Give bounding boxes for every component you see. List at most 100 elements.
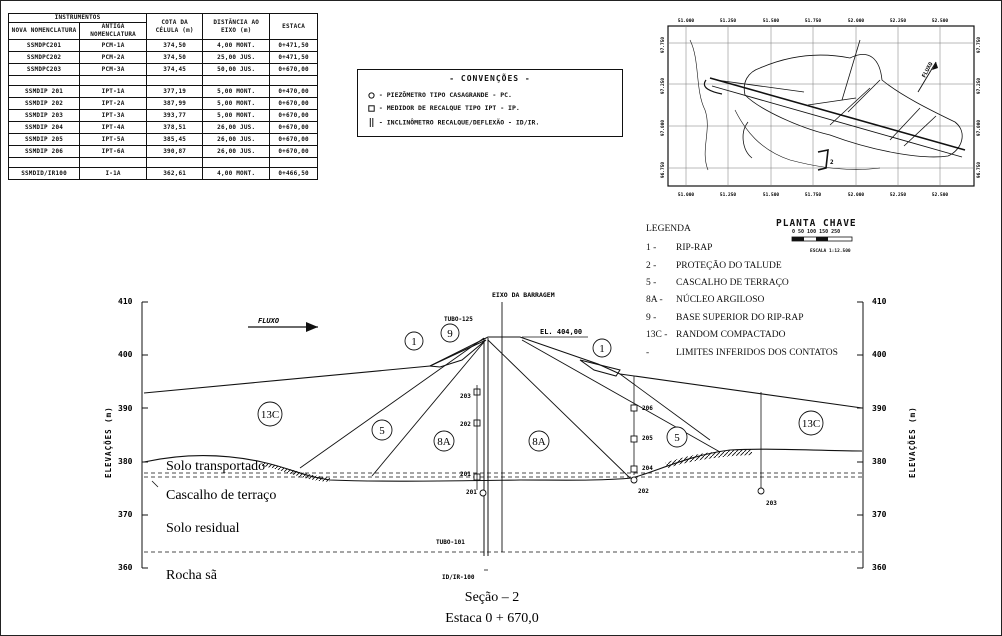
legend-item: -LIMITES INFERIDOS DOS CONTATOS [646,348,838,358]
dam-axis-plan [703,77,966,158]
circle-icon [368,91,375,99]
convention-inclinometer-text: - INCLINÔMETRO RECALQUE/DEFLEXÃO - ID/IR… [378,118,540,127]
key-plan-scale-ticks: 0 50 100 150 250 [792,229,841,235]
riprap-downstream [579,359,621,377]
table-cell: 4,00 MONT. [202,167,271,180]
key-plan-section-label: 2 [830,159,834,166]
coord-bottom: 51.250 [720,192,737,198]
elevation-axis-title-right: ELEVAÇÕES (m) [908,406,917,478]
double-bar-icon [369,118,374,127]
legend-code: 1 - [646,243,657,253]
id-ir-label: ID/IR-100 [442,574,475,581]
elevation-label: 400 [118,350,133,359]
zone-label: 8A [532,436,546,448]
coord-top: 51.750 [805,18,822,24]
zone-marker-5-downstream [666,426,688,448]
coord-right: 97.750 [976,37,982,54]
dam-profile [143,336,863,409]
legend-text: CASCALHO DE TERRAÇO [676,278,789,288]
riprap-upstream [428,339,487,368]
key-plan-flow-label: FLUXO [921,61,934,79]
coord-top: 52.500 [932,18,949,24]
tube-top-label: TUBO-125 [444,316,473,323]
road-curve [742,121,753,159]
zone-label: 5 [674,432,680,444]
zone-label: 13C [261,409,279,421]
table-cell: SSMDID/IR100 [7,167,81,180]
coord-right: 96.750 [976,162,982,179]
coord-top: 51.000 [678,18,695,24]
legend-item: 5 -CASCALHO DE TERRAÇO [646,278,789,288]
legend-code: - [646,348,650,358]
key-plan-coords: 51.000 51.250 51.500 51.750 52.000 52.25… [660,18,982,198]
section-caption: Seção – 2 [465,590,519,605]
convention-piezometer: - PIEZÔMETRO TIPO CASAGRANDE - PC. [368,91,512,99]
coord-bottom: 51.500 [763,192,780,198]
legend-code: 9 - [646,313,657,323]
hatched-ground [262,462,330,482]
instrument-label: 204 [642,465,653,472]
zone-label: 1 [411,336,417,348]
table-cell: 0+670,00 [269,121,318,134]
legend-text: RIP-RAP [676,243,713,253]
elevation-label: 370 [872,510,887,519]
coord-top: 52.250 [890,18,907,24]
elevation-label: 410 [118,297,133,306]
coord-right: 97.250 [976,78,982,95]
zone-marker-8a-upstream [433,430,455,452]
coord-left: 97.000 [660,120,666,137]
piezometer-203 [757,487,765,495]
legend-code: 13C - [646,330,668,340]
coord-left: 96.750 [660,162,666,179]
elevation-label: 390 [872,404,887,413]
cross-section: 410 400 390 380 370 360 410 400 390 380 … [104,291,917,626]
piezometer-201 [479,489,487,497]
ground-line [143,448,863,482]
table-header-axis-distance: DISTÂNCIA AO EIXO (m) [202,13,271,40]
coord-bottom: 52.250 [890,192,907,198]
settlement-gauge-204 [630,465,638,473]
reservoir-outline [743,54,963,158]
coord-top: 51.500 [763,18,780,24]
zone-labels: 1 9 1 13C 13C 5 5 8A 8A [261,328,820,448]
instrument-label: 203 [460,393,471,400]
layer-label-transported-soil: Solo transportado [166,459,265,474]
coord-bottom: 52.000 [848,192,865,198]
instruments-table: INSTRUMENTOS COTA DA CÉLULA (m) DISTÂNCI… [7,13,318,180]
legend-code: 8A - [646,295,663,305]
elevation-scale-left [141,301,148,569]
layer-labels: Solo transportado Cascalho de terraço So… [166,459,276,583]
elevation-label: 410 [872,297,887,306]
convention-settlement-gauge: - MEDIDOR DE RECALQUE TIPO IPT - IP. [368,104,520,112]
zone-marker-13c-upstream [257,401,283,427]
layer-label-terrace-gravel: Cascalho de terraço [166,488,276,503]
key-plan-grid [668,26,974,186]
table-cell: SSMDPC202 [7,51,81,64]
zone-marker-13c-downstream [798,410,824,436]
instrument-label: 201 [466,489,477,496]
legend-item: 9 -BASE SUPERIOR DO RIP-RAP [646,313,804,323]
zone-label: 8A [437,436,451,448]
key-plan-map: FLUXO 2 51.000 51.250 51.500 51.750 52.0… [660,18,982,242]
coord-bottom: 51.000 [678,192,695,198]
legend-text: NÚCLEO ARGILOSO [676,295,765,305]
legend-heading: LEGENDA [646,224,691,234]
zone-marker-8a-downstream [528,430,550,452]
zoning-lines [299,337,721,479]
crest-elevation-label: EL. 404,00 [540,328,582,336]
key-plan-scale-text: ESCALA 1:12.500 [810,249,851,254]
section-lines [807,39,937,147]
key-plan-scale-bar [791,236,853,242]
coord-right: 97.000 [976,120,982,137]
elevation-scale-right [857,301,864,569]
instrument-label: 202 [460,421,471,428]
legend-item: 8A - NÚCLEO ARGILOSO [646,295,764,305]
elevation-label: 380 [118,457,133,466]
instrument-label: 206 [642,405,653,412]
